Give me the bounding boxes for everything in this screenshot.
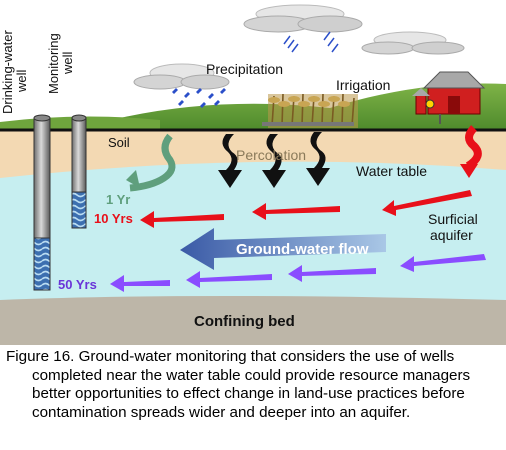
- confining-bed-label: Confining bed: [194, 313, 295, 330]
- cloud-icon: [243, 4, 363, 33]
- contaminant-arrow: [465, 125, 482, 170]
- figure-caption: Figure 16. Ground-water monitoring that …: [6, 348, 502, 422]
- svg-text:well: well: [14, 69, 29, 93]
- red-flow-arrows: [140, 190, 472, 228]
- drinking-water-well: [33, 114, 51, 291]
- caption-line: completed near the water table could pro…: [32, 366, 471, 384]
- irrigation-label: Irrigation: [336, 77, 390, 93]
- purple-flow-arrows: [110, 254, 486, 292]
- svg-text:aquifer: aquifer: [430, 227, 473, 243]
- rain-drops: [172, 88, 226, 108]
- time-label-1yr: 1 Yr: [106, 192, 130, 207]
- percolation-label: Percolation: [236, 147, 306, 163]
- soil-label: Soil: [108, 135, 130, 150]
- shallow-flow-arrow: [129, 133, 176, 192]
- aquifer-layer: [0, 161, 506, 300]
- cloud-icon: [361, 31, 465, 55]
- groundwater-flow-arrow: [180, 228, 386, 270]
- svg-text:Surficial: Surficial: [428, 211, 478, 227]
- monitoring-well: [71, 114, 87, 229]
- svg-text:Monitoring: Monitoring: [46, 33, 61, 94]
- time-label-10yrs: 10 Yrs: [94, 211, 133, 226]
- contaminant-arrowhead: [460, 164, 478, 178]
- caption-line: Figure 16. Ground-water monitoring that …: [6, 348, 455, 365]
- confining-bed-layer: [0, 296, 506, 345]
- svg-text:well: well: [60, 51, 75, 75]
- caption-line: better opportunities to effect change in…: [32, 385, 465, 402]
- cloud-icon: [133, 63, 230, 90]
- groundwater-diagram: Drinking-water well Monitoring well Prec…: [0, 4, 506, 345]
- time-label-50yrs: 50 Yrs: [58, 277, 97, 292]
- surficial-aquifer-label: Surficial aquifer: [428, 211, 478, 243]
- svg-text:Drinking-water: Drinking-water: [0, 30, 15, 114]
- rain-streaks: [283, 31, 339, 53]
- crops: [262, 93, 358, 128]
- diagram-svg: Drinking-water well Monitoring well Prec…: [0, 4, 506, 345]
- percolation-arrows: [218, 132, 330, 188]
- precipitation-label: Precipitation: [206, 61, 283, 77]
- caption-line: contamination spreads wider and deeper i…: [32, 403, 411, 421]
- shallow-flow-arrowhead: [126, 170, 140, 188]
- groundwater-flow-label: Ground-water flow: [236, 241, 369, 258]
- barn-icon: [412, 71, 486, 115]
- drinking-water-well-label: Drinking-water well: [0, 30, 29, 114]
- monitoring-well-label: Monitoring well: [46, 33, 75, 94]
- water-table-label: Water table: [356, 163, 427, 179]
